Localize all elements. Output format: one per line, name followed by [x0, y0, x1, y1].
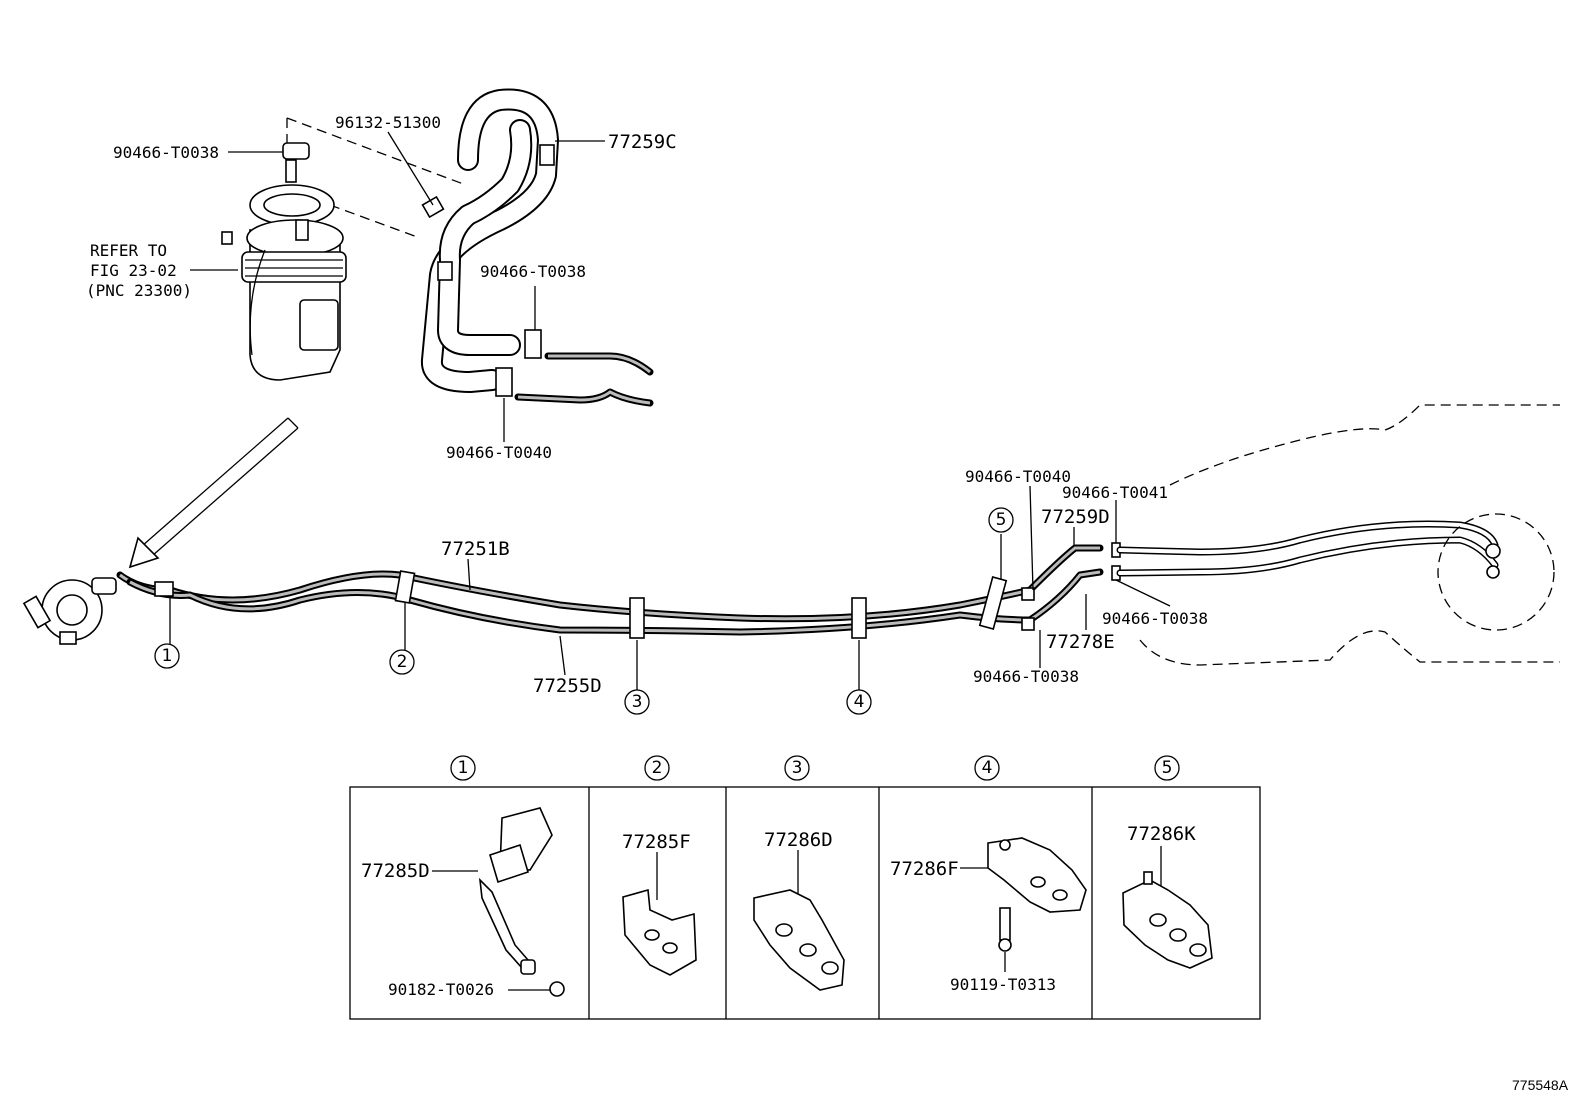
callout-5: 5 — [988, 507, 1014, 533]
label-90466-t0038-bottom: 90466-T0038 — [973, 667, 1079, 686]
label-96132-51300: 96132-51300 — [335, 113, 441, 132]
label-77285f: 77285F — [622, 831, 691, 853]
svg-text:4: 4 — [982, 758, 993, 778]
label-pnc-ref: (PNC 23300) — [86, 281, 192, 300]
label-90466-t0040-hose: 90466-T0040 — [446, 443, 552, 462]
label-77286k: 77286K — [1127, 823, 1196, 845]
label-77251b: 77251B — [441, 538, 510, 560]
svg-text:5: 5 — [996, 510, 1007, 530]
label-77286f: 77286F — [890, 858, 959, 880]
svg-text:2: 2 — [397, 652, 408, 672]
label-90119-t0313: 90119-T0313 — [950, 975, 1056, 994]
callout-4: 4 — [846, 689, 872, 715]
callout-2: 2 — [389, 649, 415, 675]
label-77286d: 77286D — [764, 829, 833, 851]
svg-text:1: 1 — [162, 646, 173, 666]
svg-text:3: 3 — [792, 758, 803, 778]
label-77285d: 77285D — [361, 860, 430, 882]
engine-side-fitting — [22, 577, 117, 645]
label-90466-t0038-right: 90466-T0038 — [1102, 609, 1208, 628]
callout-3: 3 — [624, 689, 650, 715]
vapor-hose-assembly — [421, 88, 654, 407]
detail-panel-4: 4 77286F 90119-T0313 — [890, 755, 1087, 994]
leader-lines — [169, 131, 1171, 690]
label-77259c: 77259C — [608, 131, 677, 153]
label-90466-t0038-top: 90466-T0038 — [113, 143, 219, 162]
label-90182-t0026: 90182-T0026 — [388, 980, 494, 999]
view-arrow — [128, 417, 299, 569]
detail-panel-5: 5 77286K — [1122, 755, 1213, 969]
label-77255d: 77255D — [533, 675, 602, 697]
label-fig-ref: FIG 23-02 — [90, 261, 177, 280]
svg-text:2: 2 — [652, 758, 663, 778]
callout-1: 1 — [154, 643, 180, 669]
svg-text:5: 5 — [1162, 758, 1173, 778]
detail-panel-1: 1 77285D 90182-T0026 — [361, 755, 565, 999]
main-fuel-lines — [116, 520, 1499, 639]
svg-text:1: 1 — [458, 758, 469, 778]
diagram-reference-code: 775548A — [1512, 1077, 1569, 1093]
svg-text:3: 3 — [632, 692, 643, 712]
label-77278e: 77278E — [1046, 631, 1115, 653]
detail-panel-3: 3 77286D — [753, 755, 845, 991]
label-90466-t0038-hose: 90466-T0038 — [480, 262, 586, 281]
fuel-tank-outline — [1139, 404, 1560, 666]
detail-panels — [349, 786, 1261, 1020]
label-90466-t0041: 90466-T0041 — [1062, 483, 1168, 502]
svg-text:4: 4 — [854, 692, 865, 712]
label-refer-to: REFER TO — [90, 241, 167, 260]
fuel-pump-assembly — [221, 117, 467, 381]
label-90466-t0040-main: 90466-T0040 — [965, 467, 1071, 486]
label-77259d: 77259D — [1041, 506, 1110, 528]
detail-panel-2: 2 77285F — [622, 755, 697, 976]
